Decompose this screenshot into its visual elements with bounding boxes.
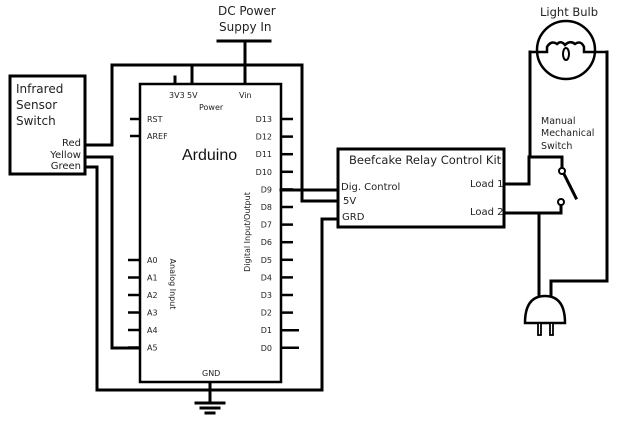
sensor-wire-yellow: Yellow xyxy=(49,150,81,161)
pin-label-aref: AREF xyxy=(147,132,168,141)
wire-load1 xyxy=(502,155,564,186)
wire-green xyxy=(83,165,99,392)
pin-label-a3: A3 xyxy=(147,309,158,318)
pin-label-a5: A5 xyxy=(147,344,158,353)
wire-load2 xyxy=(502,203,563,215)
relay-input-grd: GRD xyxy=(342,212,365,223)
switch-label-1: Manual xyxy=(541,116,576,127)
wire-5v-loop xyxy=(110,63,340,203)
pin-label-d6: D6 xyxy=(261,238,272,247)
sensor-title-1: Infrared xyxy=(16,82,63,96)
pin-label-d2: D2 xyxy=(261,309,272,318)
pin-label-d0: D0 xyxy=(261,344,272,353)
relay-output-load2: Load 2 xyxy=(470,207,504,218)
pin-label-d5: D5 xyxy=(261,256,272,265)
analog-section-label: Analog Input xyxy=(168,259,177,310)
light-bulb: Light Bulb xyxy=(530,5,607,81)
pin-label-d1: D1 xyxy=(261,326,272,335)
arduino-board: Arduino 3V3 5V Vin Power RST AREF A0A1A2… xyxy=(128,82,299,384)
pin-label-d11: D11 xyxy=(256,150,272,159)
bulb-filament-icon xyxy=(530,41,607,54)
switch-label-3: Switch xyxy=(541,141,572,152)
pin-label-5v: 5V xyxy=(187,91,198,100)
switch-lever-icon xyxy=(561,171,579,201)
manual-switch: Manual Mechanical Switch xyxy=(541,116,594,206)
relay-output-load1: Load 1 xyxy=(470,179,504,190)
sensor-title-3: Switch xyxy=(16,114,56,128)
switch-label-2: Mechanical xyxy=(541,128,594,139)
wire-red xyxy=(83,138,114,147)
pin-label-a0: A0 xyxy=(147,256,158,265)
pin-label-a2: A2 xyxy=(147,291,158,300)
arduino-title: Arduino xyxy=(182,147,237,164)
pin-label-d9: D9 xyxy=(261,185,272,194)
ground-symbol-icon xyxy=(194,401,226,415)
pin-label-a1: A1 xyxy=(147,274,158,283)
pin-label-d7: D7 xyxy=(261,221,272,230)
wire-bulb-right xyxy=(549,50,609,298)
pin-label-d3: D3 xyxy=(261,291,272,300)
dc-power-supply: DC Power Suppy In xyxy=(216,4,276,86)
switch-contact-bottom xyxy=(557,198,565,206)
relay-box xyxy=(336,147,506,229)
sensor-box xyxy=(8,74,87,176)
pin-label-d13: D13 xyxy=(256,115,272,124)
pin-label-d12: D12 xyxy=(256,133,272,142)
pin-label-rst: RST xyxy=(147,115,163,124)
power-section-label: Power xyxy=(199,103,224,112)
infrared-sensor-switch: Infrared Sensor Switch Red Yellow Green xyxy=(8,74,87,176)
relay-input-5v: 5V xyxy=(343,196,356,207)
relay-input-dig-control: Dig. Control xyxy=(341,182,400,193)
switch-contact-top xyxy=(558,167,566,175)
relay-title: Beefcake Relay Control Kit xyxy=(349,153,502,167)
dc-power-label-1: DC Power xyxy=(218,4,276,18)
wire-yellow xyxy=(83,155,140,350)
gnd-label: GND xyxy=(202,369,220,378)
pin-label-d4: D4 xyxy=(261,273,272,282)
pin-label-a4: A4 xyxy=(147,326,158,335)
pin-label-vin: Vin xyxy=(239,91,252,100)
digital-section-label: Digital Input/Output xyxy=(243,192,252,272)
pin-label-d8: D8 xyxy=(261,203,272,212)
bulb-globe-icon xyxy=(535,19,597,81)
relay-control-kit: Beefcake Relay Control Kit Dig. Control … xyxy=(336,147,506,229)
pin-label-3v3: 3V3 xyxy=(169,91,185,100)
dc-power-label-2: Suppy In xyxy=(219,20,272,34)
sensor-title-2: Sensor xyxy=(16,98,57,112)
pin-label-d10: D10 xyxy=(256,168,272,177)
bulb-coil-icon xyxy=(562,47,570,61)
sensor-wire-red: Red xyxy=(62,138,81,149)
power-plug-icon xyxy=(523,294,567,336)
light-bulb-label: Light Bulb xyxy=(540,5,598,19)
arduino-box xyxy=(138,82,283,384)
sensor-wire-green: Green xyxy=(51,161,81,172)
